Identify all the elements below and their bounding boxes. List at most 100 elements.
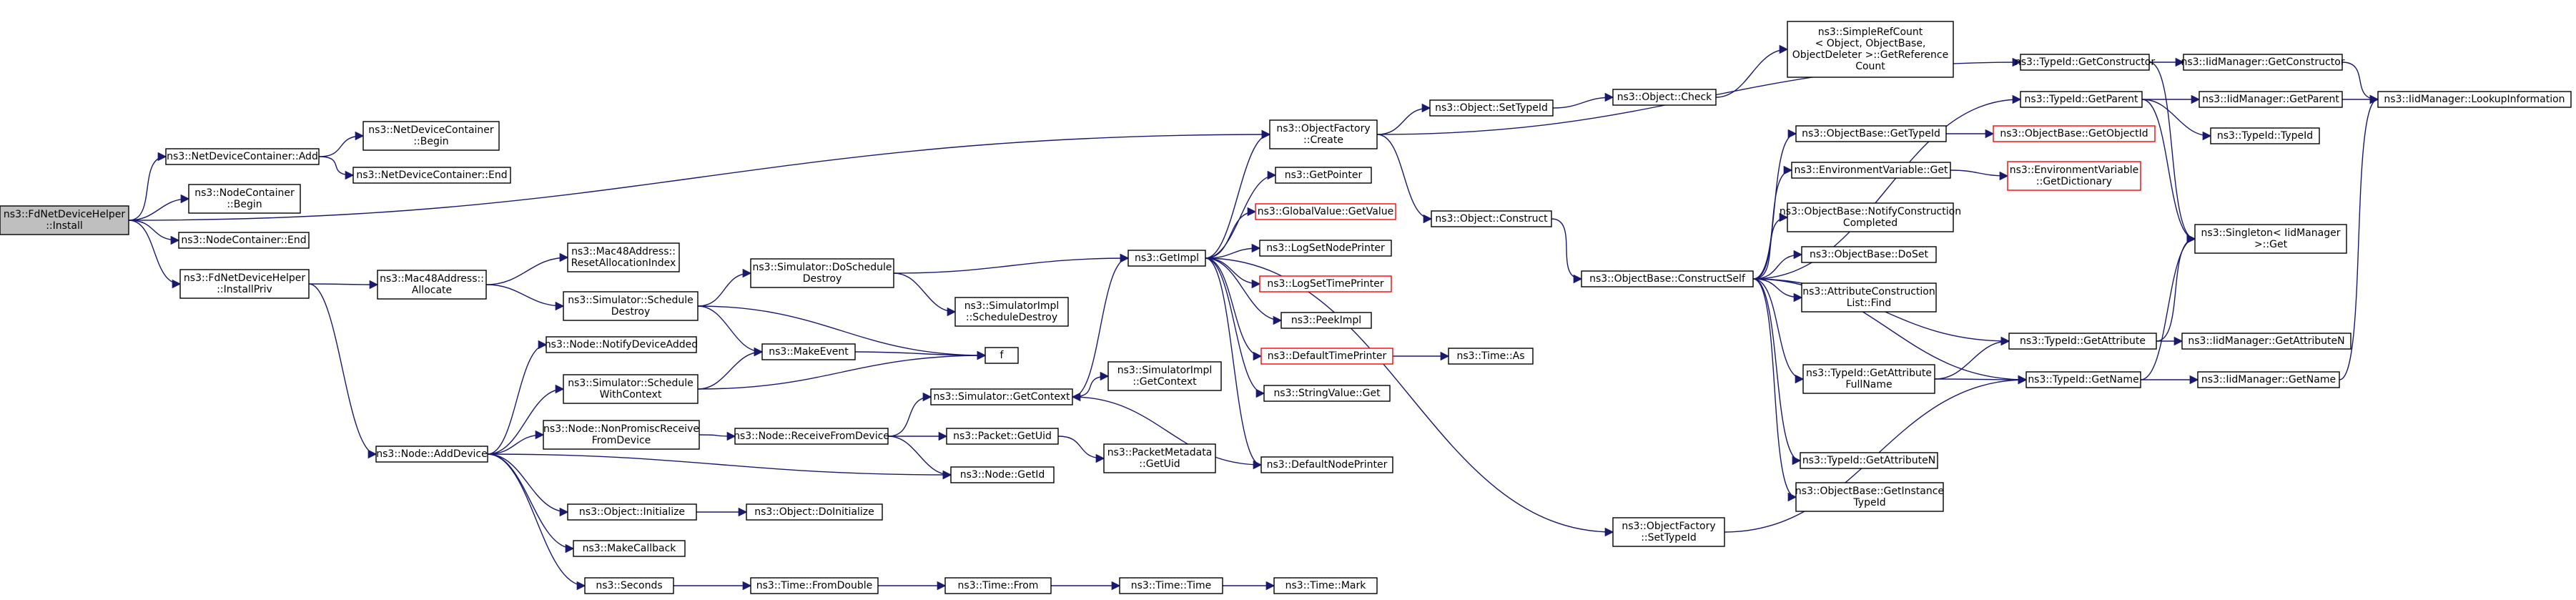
node-box bbox=[1791, 162, 1951, 179]
node-node-recv[interactable]: ns3::Node::ReceiveFromDevice bbox=[734, 428, 889, 445]
node-node-getid[interactable]: ns3::Node::GetId bbox=[950, 466, 1055, 483]
node-iid-getattrn[interactable]: ns3::IidManager::GetAttributeN bbox=[2181, 333, 2352, 350]
node-obj-settypeid[interactable]: ns3::Object::SetTypeId bbox=[1429, 99, 1554, 117]
node-tid-getattr[interactable]: ns3::TypeId::GetAttribute bbox=[2008, 333, 2157, 350]
node-box bbox=[362, 121, 500, 151]
edge-ndc-add-to-ndc-end bbox=[318, 156, 355, 180]
node-tid-getctor[interactable]: ns3::TypeId::GetConstructor bbox=[2015, 54, 2155, 71]
edge-tid-getname-to-singleton-get bbox=[2140, 234, 2196, 380]
node-ndc-end[interactable]: ns3::NetDeviceContainer::End bbox=[352, 167, 511, 184]
node-packet-uid[interactable]: ns3::Packet::GetUid bbox=[946, 428, 1059, 445]
node-ndc-add[interactable]: ns3::NetDeviceContainer::Add bbox=[165, 148, 320, 165]
node-env-get[interactable]: ns3::EnvironmentVariable::Get bbox=[1791, 162, 1951, 179]
node-peek-impl[interactable]: ns3::PeekImpl bbox=[1280, 312, 1372, 329]
node-gv-getvalue[interactable]: ns3::GlobalValue::GetValue bbox=[1255, 203, 1396, 220]
edge-env-get-to-env-dict bbox=[1950, 169, 2009, 181]
node-label-line: ns3::TypeId::GetAttribute bbox=[2020, 335, 2146, 347]
node-stringvalue-get[interactable]: ns3::StringValue::Get bbox=[1263, 385, 1391, 402]
node-default-time-printer[interactable]: ns3::DefaultTimePrinter bbox=[1260, 348, 1393, 365]
node-install-priv[interactable]: ns3::FdNetDeviceHelper::InstallPriv bbox=[179, 269, 310, 299]
node-log-time-printer[interactable]: ns3::LogSetTimePrinter bbox=[1259, 275, 1392, 292]
node-node-notify[interactable]: ns3::Node::NotifyDeviceAdded bbox=[545, 336, 698, 353]
node-ob-doset[interactable]: ns3::ObjectBase::DoSet bbox=[1801, 246, 1937, 263]
edge-iid-getname-to-iid-lookup bbox=[2339, 94, 2379, 380]
node-get-impl[interactable]: ns3::GetImpl bbox=[1127, 250, 1206, 267]
node-sim-get-ctx[interactable]: ns3::Simulator::GetContext bbox=[930, 388, 1073, 405]
node-mac-reset[interactable]: ns3::Mac48Address::ResetAllocationIndex bbox=[567, 242, 680, 272]
node-of-create[interactable]: ns3::ObjectFactory::Create bbox=[1269, 119, 1378, 149]
node-node-add-device[interactable]: ns3::Node::AddDevice bbox=[375, 446, 488, 463]
node-seconds[interactable]: ns3::Seconds bbox=[584, 577, 674, 594]
edge-node-add-device-to-make-callback bbox=[487, 453, 575, 554]
node-of-settypeid[interactable]: ns3::ObjectFactory::SetTypeId bbox=[1612, 517, 1725, 547]
node-nc-end[interactable]: ns3::NodeContainer::End bbox=[178, 232, 310, 249]
node-pktmeta-uid[interactable]: ns3::PacketMetadata::GetUid bbox=[1103, 443, 1216, 473]
node-label-line: ns3::NetDeviceContainer::End bbox=[356, 169, 507, 181]
node-iid-getparent[interactable]: ns3::IidManager::GetParent bbox=[2199, 91, 2343, 108]
node-label-line: Destroy bbox=[803, 273, 842, 285]
node-tid-getparent[interactable]: ns3::TypeId::GetParent bbox=[2020, 91, 2143, 108]
node-singleton-get[interactable]: ns3::Singleton< IidManager>::Get bbox=[2194, 224, 2347, 254]
node-obj-init[interactable]: ns3::Object::Initialize bbox=[567, 503, 697, 521]
node-time-time[interactable]: ns3::Time::Time bbox=[1119, 577, 1223, 594]
node-nc-begin[interactable]: ns3::NodeContainer::Begin bbox=[188, 184, 301, 214]
node-tid-getname[interactable]: ns3::TypeId::GetName bbox=[2025, 371, 2141, 388]
node-ob-notify[interactable]: ns3::ObjectBase::NotifyConstructionCompl… bbox=[1780, 202, 1961, 232]
node-label-line: ::Begin bbox=[413, 136, 448, 147]
node-iid-getctor[interactable]: ns3::IidManager::GetConstructor bbox=[2181, 54, 2345, 71]
node-get-pointer[interactable]: ns3::GetPointer bbox=[1275, 167, 1372, 184]
edge-get-impl-to-peek-impl bbox=[1205, 257, 1283, 325]
node-mac-alloc[interactable]: ns3::Mac48Address::Allocate bbox=[377, 270, 487, 300]
node-ob-getobjectid[interactable]: ns3::ObjectBase::GetObjectId bbox=[1993, 125, 2156, 142]
edge-objbase-construct-self-to-env-get bbox=[1752, 165, 1793, 280]
node-log-node-printer[interactable]: ns3::LogSetNodePrinter bbox=[1259, 240, 1392, 257]
node-refcount[interactable]: ns3::SimpleRefCount< Object, ObjectBase,… bbox=[1787, 21, 1954, 78]
node-f[interactable]: f bbox=[984, 347, 1019, 364]
edge-root-to-install-priv bbox=[128, 220, 182, 289]
node-env-dict[interactable]: ns3::EnvironmentVariable::GetDictionary bbox=[2007, 161, 2141, 191]
node-tid-getattrn[interactable]: ns3::TypeId::GetAttributeN bbox=[1800, 452, 1938, 469]
node-label-line: ns3::NodeContainer::End bbox=[181, 235, 306, 246]
node-label-line: ns3::Mac48Address:: bbox=[571, 246, 676, 257]
node-label-line: ::ScheduleDestroy bbox=[966, 312, 1057, 323]
node-label-line: ns3::EnvironmentVariable bbox=[2010, 164, 2139, 176]
edge-obj-settypeid-to-obj-check bbox=[1552, 92, 1614, 109]
node-tid-typeid[interactable]: ns3::TypeId::TypeId bbox=[2210, 127, 2320, 144]
node-box bbox=[2197, 371, 2340, 388]
node-make-callback[interactable]: ns3::MakeCallback bbox=[573, 540, 686, 557]
edge-node-add-device-to-node-getid bbox=[487, 453, 952, 480]
edge-objbase-construct-self-to-tid-getparent bbox=[1752, 94, 2022, 280]
node-iid-getname[interactable]: ns3::IidManager::GetName bbox=[2197, 371, 2340, 388]
node-obj-check[interactable]: ns3::Object::Check bbox=[1612, 89, 1717, 106]
node-label-line: ns3::TypeId::TypeId bbox=[2217, 130, 2313, 142]
node-obj-construct[interactable]: ns3::Object::Construct bbox=[1431, 210, 1552, 227]
node-objbase-construct-self[interactable]: ns3::ObjectBase::ConstructSelf bbox=[1581, 270, 1754, 287]
node-sim-sched-destroy[interactable]: ns3::Simulator::ScheduleDestroy bbox=[563, 291, 699, 321]
node-ndc-begin[interactable]: ns3::NetDeviceContainer::Begin bbox=[362, 121, 500, 151]
node-label-line: ns3::ObjectBase::GetInstance bbox=[1795, 486, 1944, 497]
edge-tid-getattr-to-singleton-get bbox=[2156, 234, 2196, 342]
node-time-as[interactable]: ns3::Time::As bbox=[1448, 348, 1534, 365]
node-default-node-printer[interactable]: ns3::DefaultNodePrinter bbox=[1260, 456, 1393, 473]
node-label-line: ns3::EnvironmentVariable::Get bbox=[1795, 164, 1948, 176]
node-root[interactable]: ns3::FdNetDeviceHelper::Install bbox=[0, 205, 129, 235]
node-time-from[interactable]: ns3::Time::From bbox=[944, 577, 1052, 594]
node-obj-doinit[interactable]: ns3::Object::DoInitialize bbox=[746, 503, 883, 521]
node-time-mark[interactable]: ns3::Time::Mark bbox=[1273, 577, 1378, 594]
node-simimpl-sched-destroy[interactable]: ns3::SimulatorImpl::ScheduleDestroy bbox=[954, 297, 1069, 327]
node-box bbox=[1103, 443, 1216, 473]
node-label-line: ns3::TypeId::GetAttribute bbox=[1806, 368, 1932, 379]
node-time-fromdouble[interactable]: ns3::Time::FromDouble bbox=[750, 577, 879, 594]
node-simimpl-get-ctx[interactable]: ns3::SimulatorImpl::GetContext bbox=[1107, 361, 1222, 391]
node-ob-gettypeid[interactable]: ns3::ObjectBase::GetTypeId bbox=[1795, 125, 1947, 142]
node-make-event[interactable]: ns3::MakeEvent bbox=[761, 343, 856, 360]
node-box bbox=[0, 205, 129, 235]
node-box bbox=[1119, 577, 1223, 594]
node-iid-lookup[interactable]: ns3::IidManager::LookupInformation bbox=[2377, 91, 2572, 108]
